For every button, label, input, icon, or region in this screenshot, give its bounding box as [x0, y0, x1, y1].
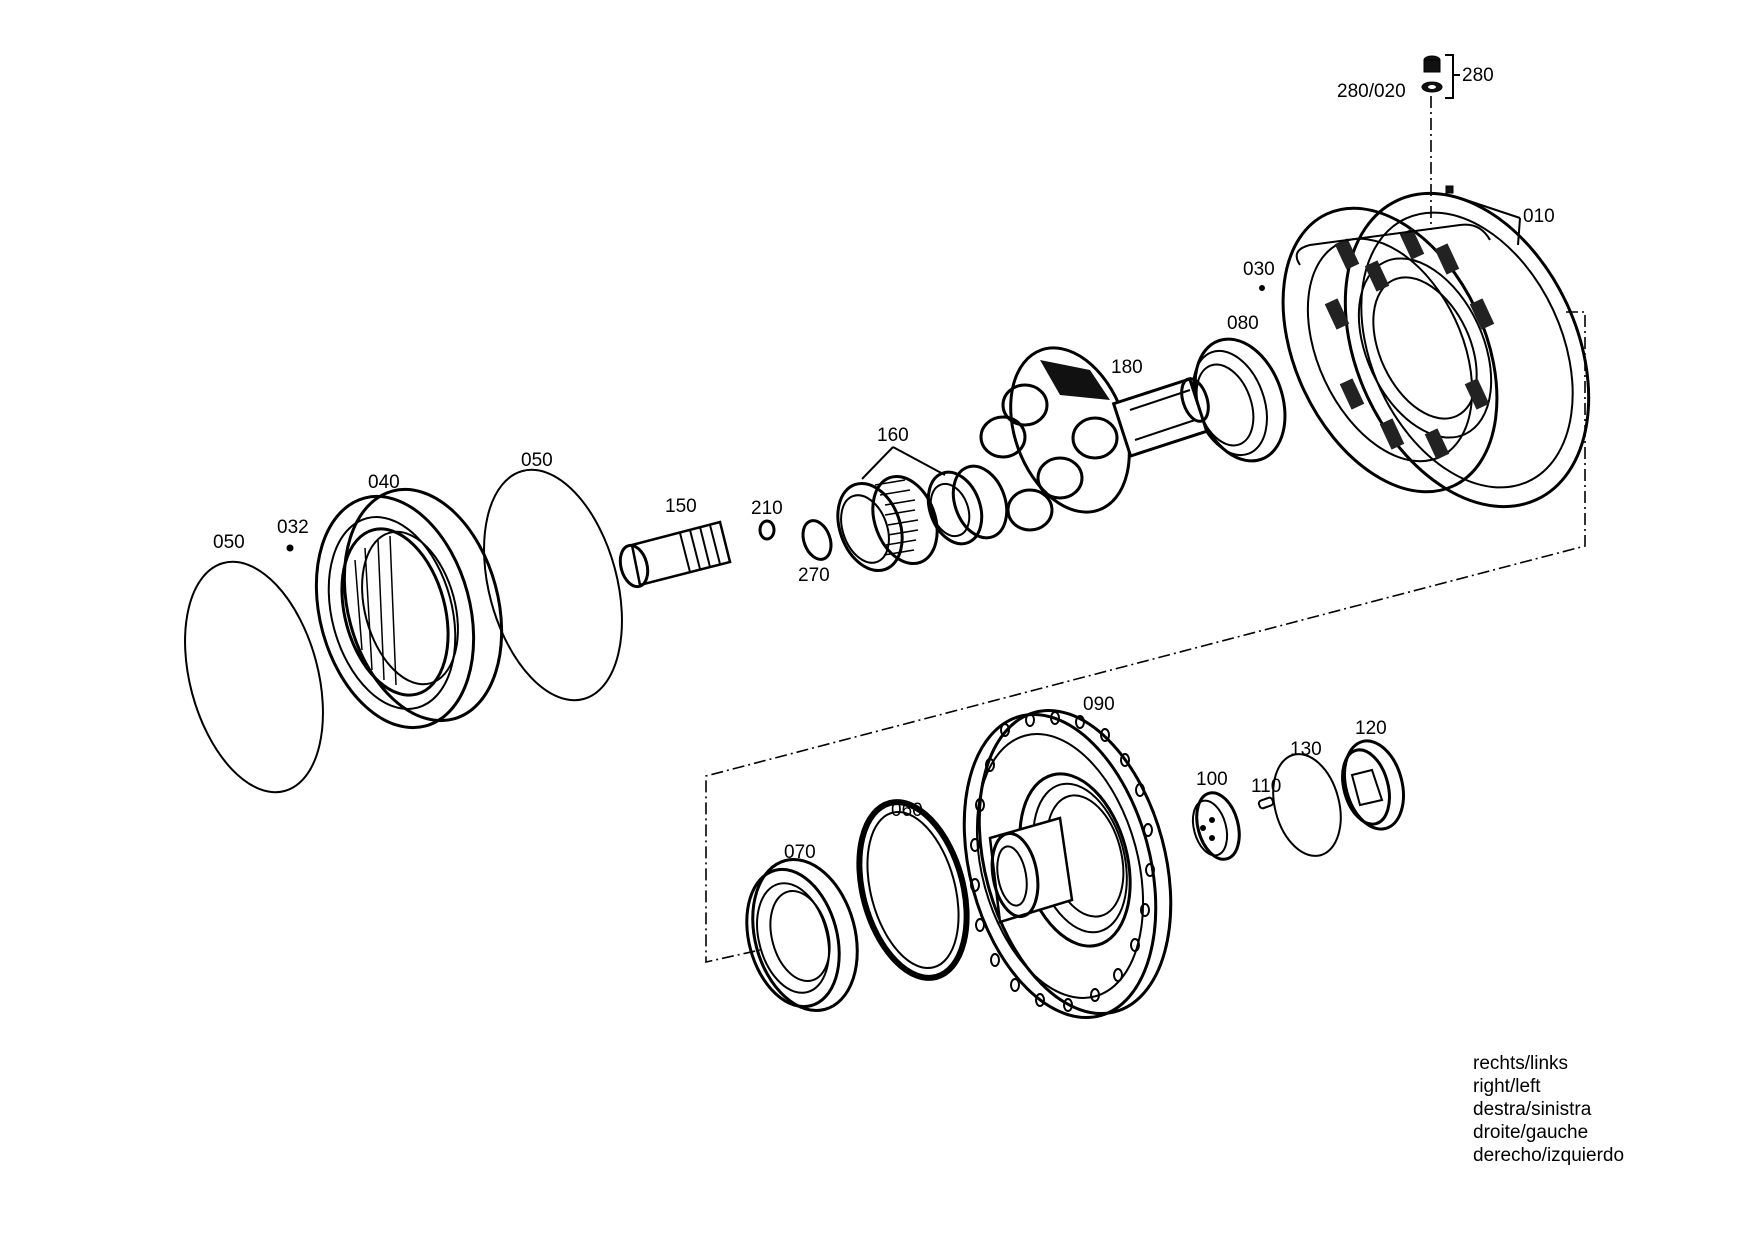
part-040-ring-gear: [314, 487, 504, 730]
side-legend: rechts/links right/left destra/sinistra …: [1473, 1052, 1624, 1167]
part-280-plug: [1421, 55, 1454, 194]
label-030[interactable]: 030: [1243, 259, 1275, 280]
part-060-seal: [856, 799, 970, 981]
part-032-dot: [286, 544, 294, 552]
label-110[interactable]: 110: [1251, 776, 1281, 797]
part-030-dot: [1259, 285, 1265, 291]
part-150-shaft: [618, 520, 732, 589]
part-210-270: [758, 519, 833, 561]
label-160[interactable]: 160: [877, 425, 909, 446]
label-070[interactable]: 070: [784, 842, 816, 863]
label-032[interactable]: 032: [277, 517, 309, 538]
bracket-280: [1445, 54, 1454, 99]
part-120-cap: [1341, 739, 1405, 831]
label-130[interactable]: 130: [1290, 739, 1322, 760]
part-160-bearings: [836, 464, 1009, 573]
label-180[interactable]: 180: [1111, 357, 1143, 378]
label-280[interactable]: 280: [1462, 65, 1494, 86]
part-100-nut: [1191, 791, 1241, 861]
label-280-020[interactable]: 280/020: [1337, 81, 1406, 102]
part-130-ring: [1272, 753, 1342, 857]
label-270[interactable]: 270: [798, 565, 830, 586]
label-010[interactable]: 010: [1523, 206, 1555, 227]
part-050-oring-right: [483, 468, 623, 702]
part-labels: 280 280/020 010 030 080 180 160 150 210 …: [213, 65, 1555, 863]
part-050-oring-left: [184, 560, 324, 794]
label-100[interactable]: 100: [1196, 769, 1228, 790]
label-040[interactable]: 040: [368, 472, 400, 493]
label-080[interactable]: 080: [1227, 313, 1259, 334]
label-050-right[interactable]: 050: [521, 450, 553, 471]
leader-160-b: [892, 446, 946, 476]
part-010-housing: [1281, 191, 1591, 509]
label-120[interactable]: 120: [1355, 718, 1387, 739]
legend-line: destra/sinistra: [1473, 1099, 1592, 1120]
label-150[interactable]: 150: [665, 496, 697, 517]
label-090[interactable]: 090: [1083, 694, 1115, 715]
label-050-left[interactable]: 050: [213, 532, 245, 553]
legend-line: right/left: [1473, 1076, 1541, 1097]
part-070-bearing: [745, 858, 859, 1012]
axis-line-main: [705, 311, 1586, 963]
label-210[interactable]: 210: [751, 498, 783, 519]
part-090-hub: [962, 708, 1173, 1020]
leader-010-b: [1517, 217, 1521, 246]
part-110-pin: [1257, 796, 1275, 810]
legend-line: rechts/links: [1473, 1053, 1569, 1074]
legend-line: droite/gauche: [1473, 1122, 1589, 1143]
legend-line: derecho/izquierdo: [1473, 1145, 1625, 1166]
leader-160-a: [861, 446, 894, 480]
part-180-planet-carrier: [979, 346, 1210, 532]
